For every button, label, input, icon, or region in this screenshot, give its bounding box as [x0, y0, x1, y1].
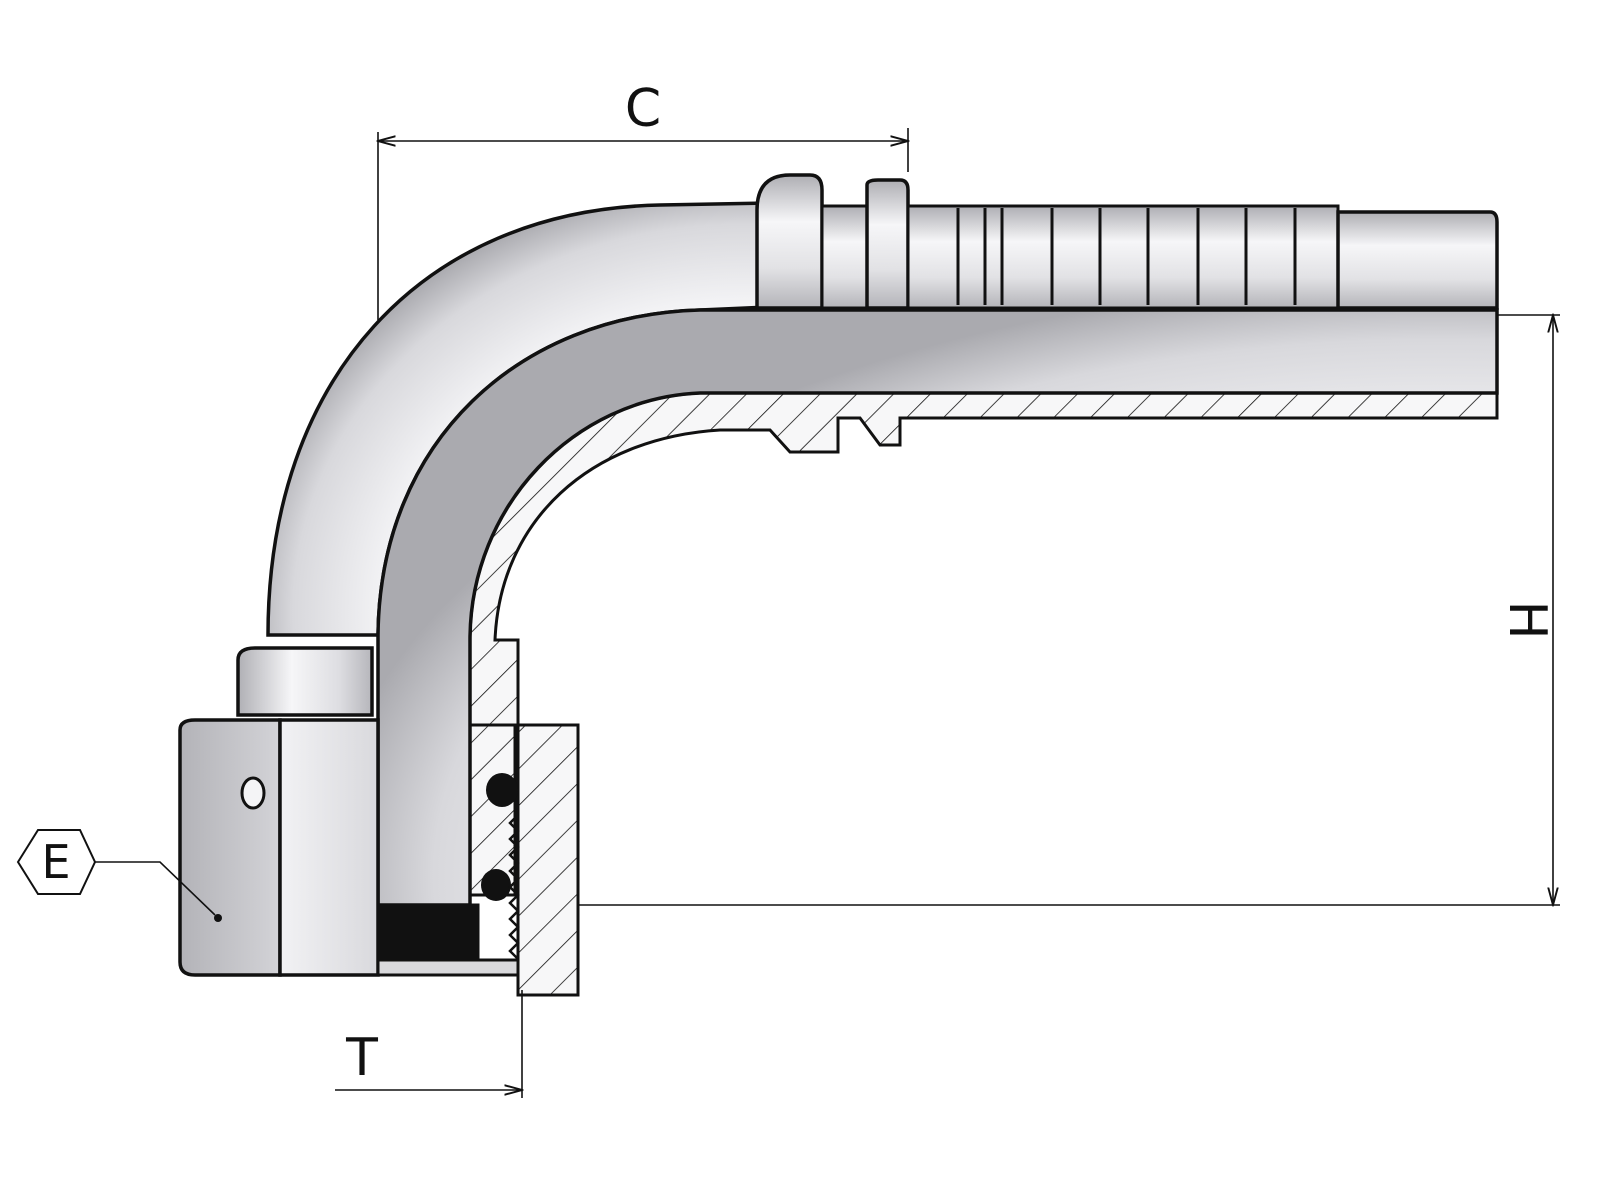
sectioned-body — [468, 391, 1499, 997]
inner-bore — [376, 308, 1499, 907]
e-leader-dot — [214, 914, 222, 922]
hose-tail — [755, 173, 1499, 310]
nut-lock-hole — [240, 776, 266, 810]
hose-tail-ribs — [956, 208, 1340, 305]
dimension-lines — [95, 128, 1560, 1098]
nut-threads — [508, 814, 520, 960]
nut-collar — [236, 646, 374, 717]
dimension-h-label: H — [1497, 600, 1557, 639]
dimension-t-label: T — [345, 1028, 378, 1088]
swivel-nut — [178, 718, 380, 977]
nut-seat — [376, 903, 520, 977]
o-ring — [481, 773, 518, 901]
e-hex-callout: E — [16, 829, 97, 895]
dimension-c-label: C — [625, 79, 661, 139]
dimension-e-label: E — [41, 835, 70, 889]
